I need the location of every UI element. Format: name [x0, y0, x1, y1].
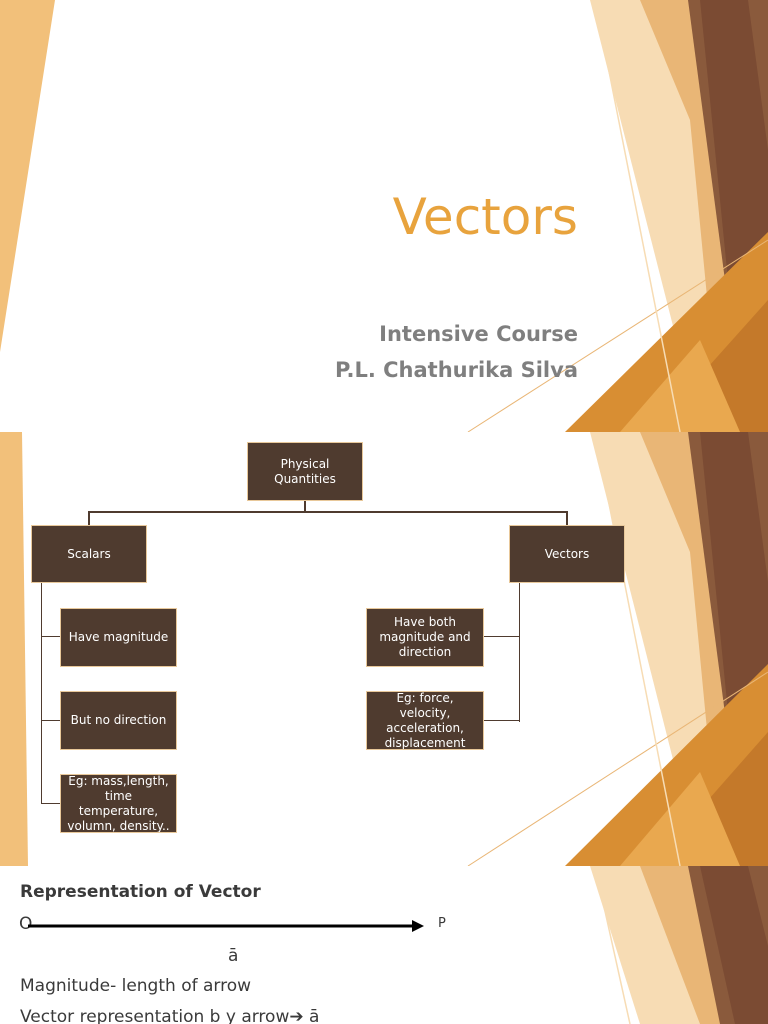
end-point-label: P [438, 916, 446, 931]
connector-left-item2 [41, 720, 61, 721]
connector-left-item3 [41, 803, 61, 804]
node-scalar-direction: But no direction [60, 691, 177, 750]
connector-horizontal [88, 511, 568, 513]
author-name: P.L. Chathurika Silva [334, 358, 578, 382]
section-heading: Representation of Vector [20, 882, 261, 902]
connector-left-item1 [41, 636, 61, 637]
course-name: Intensive Course [379, 322, 578, 346]
connector-right-item2 [483, 720, 520, 721]
representation-description: Vector representation b y arrow➔ ā [20, 1007, 320, 1024]
vector-symbol: ā [228, 946, 239, 966]
connector-root-down [304, 501, 306, 511]
title-slide: Vectors Intensive Course P.L. Chathurika… [0, 0, 768, 432]
slide-title: Vectors [392, 188, 578, 246]
node-scalar-examples: Eg: mass,length, time temperature, volum… [60, 774, 177, 833]
connector-right-vertical [519, 583, 520, 722]
connector-left-vertical [41, 583, 42, 804]
concept-diagram-slide: Physical Quantities Scalars Vectors Have… [0, 432, 768, 866]
magnitude-description: Magnitude- length of arrow [20, 976, 252, 996]
representation-slide: Representation of Vector O P ā Magnitude… [0, 866, 768, 1024]
connector-right-down [566, 511, 568, 525]
node-vectors: Vectors [509, 525, 625, 583]
connector-right-item1 [483, 636, 520, 637]
node-scalar-magnitude: Have magnitude [60, 608, 177, 667]
node-vector-examples: Eg: force, velocity, acceleration, displ… [366, 691, 484, 750]
slide-decoration [0, 866, 768, 1024]
vector-arrow [28, 920, 424, 932]
connector-left-down [88, 511, 90, 525]
node-scalars: Scalars [31, 525, 147, 583]
node-vector-magnitude-direction: Have both magnitude and direction [366, 608, 484, 667]
slide-decoration [0, 432, 768, 866]
node-physical-quantities: Physical Quantities [247, 442, 363, 501]
slide-decoration [0, 0, 768, 432]
start-point-label: O [19, 914, 33, 934]
